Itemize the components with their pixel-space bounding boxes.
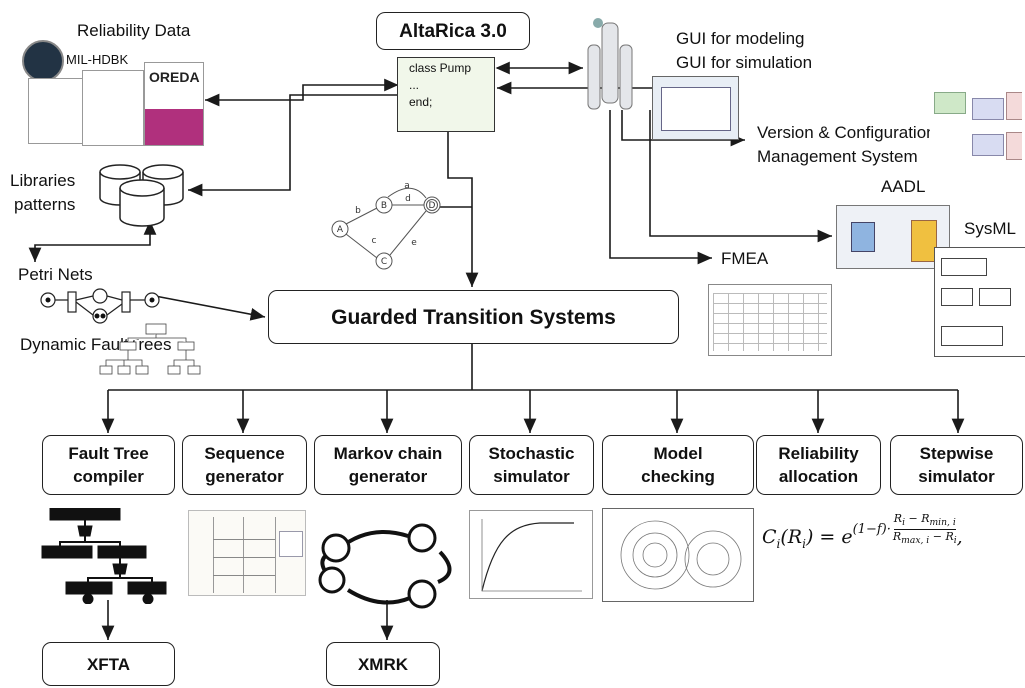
reliability-data-label: Reliability Data	[77, 21, 191, 40]
sysml-diagram-thumbnail	[934, 247, 1025, 357]
oreda-label: OREDA	[149, 69, 200, 85]
aadl-tool-thumbnail	[836, 205, 950, 269]
petri-net-diagram	[40, 288, 160, 324]
tool-line1: Model	[653, 444, 703, 463]
dod-seal-icon	[22, 40, 64, 82]
code-line-3: end;	[409, 95, 433, 109]
gui-screenshot-thumbnail	[652, 76, 739, 140]
gts-label: Guarded Transition Systems	[331, 305, 616, 329]
fmea-table-thumbnail	[708, 284, 832, 356]
sysml-label: SysML	[964, 219, 1016, 238]
rocket-icon	[587, 18, 633, 110]
backend-xfta: XFTA	[42, 642, 175, 686]
tool-line1: Stochastic	[488, 444, 575, 463]
tool-line1: Stepwise	[919, 444, 994, 463]
tool-line1: Reliability	[778, 444, 859, 463]
petri-nets-label: Petri Nets	[18, 265, 93, 284]
tool-line2: compiler	[73, 467, 144, 486]
state-c-label: C	[381, 257, 387, 267]
libraries-label: Libraries	[10, 171, 76, 190]
state-d-label: D	[429, 201, 436, 211]
aadl-label: AADL	[881, 177, 926, 196]
tool-line2: allocation	[778, 467, 859, 486]
tool-fault-tree-compiler: Fault Tree compiler	[42, 435, 175, 495]
tool-line2: simulator	[493, 467, 570, 486]
handbook-page-icon	[28, 78, 88, 144]
handbook-page-icon	[82, 70, 144, 146]
config-diagram-thumbnail	[930, 88, 1022, 168]
oreda-book-icon: OREDA	[144, 62, 204, 146]
tool-line1: Markov chain	[333, 444, 443, 463]
tool-model-checking: Model checking	[602, 435, 754, 495]
state-a-label: A	[337, 225, 344, 235]
tool-reliability-allocation: Reliability allocation	[756, 435, 881, 495]
version-config-line2: Management System	[757, 147, 918, 166]
tool-stepwise-simulator: Stepwise simulator	[890, 435, 1023, 495]
fault-tree-thumbnail	[99, 323, 201, 375]
database-stack-icon	[99, 164, 184, 227]
state-b-label: B	[381, 201, 387, 211]
edge-e-label: e	[411, 238, 417, 248]
edge-a-label: a	[404, 183, 410, 191]
automaton-diagram: A B C D a b c d e	[331, 183, 441, 270]
tool-line1: Sequence	[204, 444, 285, 463]
edge-c-label: c	[372, 236, 377, 246]
edge-b-label: b	[355, 206, 361, 216]
backend-xmrk: XMRK	[326, 642, 440, 686]
fault-tree-illustration	[41, 508, 167, 604]
code-line-1: class Pump	[409, 61, 472, 75]
gui-simulation-label: GUI for simulation	[676, 53, 813, 72]
tool-line2: simulator	[918, 467, 995, 486]
tool-line2: generator	[348, 467, 428, 486]
edge-d-label: d	[405, 194, 411, 204]
xfta-label: XFTA	[86, 654, 131, 674]
tool-line1: Fault Tree	[68, 444, 149, 463]
xmrk-label: XMRK	[357, 654, 409, 674]
tool-line2: checking	[641, 467, 715, 486]
tool-line2: generator	[205, 467, 284, 486]
tool-stochastic-simulator: Stochastic simulator	[469, 435, 594, 495]
code-snippet: class Pump ... end;	[397, 57, 495, 132]
altarica-title-box: AltaRica 3.0	[376, 12, 530, 50]
patterns-label: patterns	[14, 195, 76, 214]
markov-chain-illustration	[318, 523, 452, 609]
model-checking-thumbnail	[602, 508, 754, 602]
sequence-diagram-thumbnail	[188, 510, 306, 596]
stochastic-curve-thumbnail	[469, 510, 593, 599]
code-line-2: ...	[409, 78, 420, 92]
tool-sequence-generator: Sequence generator	[182, 435, 307, 495]
guarded-transition-systems-box: Guarded Transition Systems	[268, 290, 679, 344]
tool-markov-chain-generator: Markov chain generator	[314, 435, 462, 495]
gui-modeling-label: GUI for modeling	[676, 29, 805, 48]
fmea-label: FMEA	[721, 249, 769, 268]
version-config-line1: Version & Configuration	[757, 123, 936, 142]
altarica-title: AltaRica 3.0	[399, 20, 507, 42]
mil-hdbk-label: MIL-HDBK	[66, 52, 129, 67]
